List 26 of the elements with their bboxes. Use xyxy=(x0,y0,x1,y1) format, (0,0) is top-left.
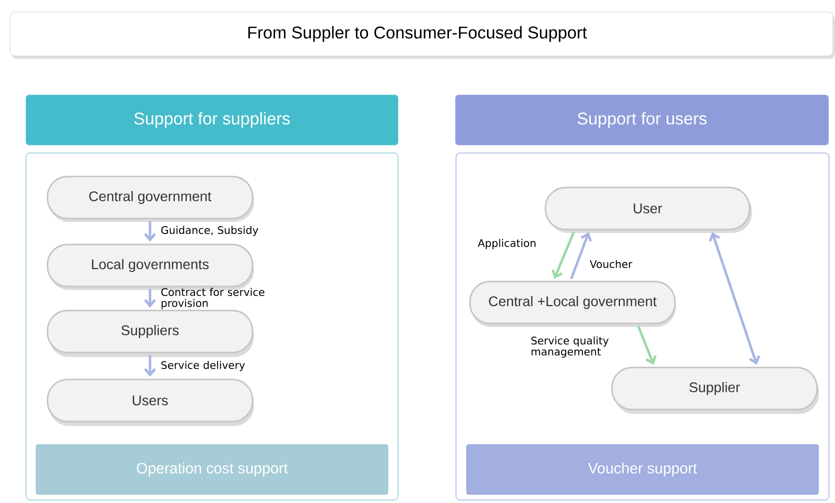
panel-frame xyxy=(456,152,830,500)
edge-label: Application xyxy=(478,238,536,250)
footer-bar: Operation cost support xyxy=(36,444,388,495)
rounded-box: Central +Local government xyxy=(469,280,676,327)
rounded-box: User xyxy=(544,186,752,233)
rounded-box: Users xyxy=(46,378,254,426)
edge-label: Service quality management xyxy=(531,336,609,358)
rounded-box: Supplier xyxy=(611,366,819,414)
arrow xyxy=(708,232,760,365)
arrow xyxy=(144,355,156,377)
arrow xyxy=(570,232,592,280)
edge-label: Guidance, Subsidy xyxy=(161,226,258,236)
header-bar: Support for suppliers xyxy=(26,94,398,146)
footer-bar: Voucher support xyxy=(466,444,819,495)
arrow xyxy=(552,232,575,279)
edge-label: Service delivery xyxy=(161,360,245,372)
arrow xyxy=(144,221,156,242)
header-bar: Support for users xyxy=(455,94,829,146)
panel-frame xyxy=(26,152,398,500)
arrow xyxy=(144,289,156,308)
rounded-box: Central government xyxy=(46,176,254,222)
edge-label: Contract for service provision xyxy=(161,288,264,310)
arrow xyxy=(637,326,657,365)
rounded-box: Suppliers xyxy=(46,310,254,357)
edge-label: Voucher xyxy=(590,260,632,268)
title-bar: From Suppler to Consumer-Focused Support xyxy=(10,12,835,59)
